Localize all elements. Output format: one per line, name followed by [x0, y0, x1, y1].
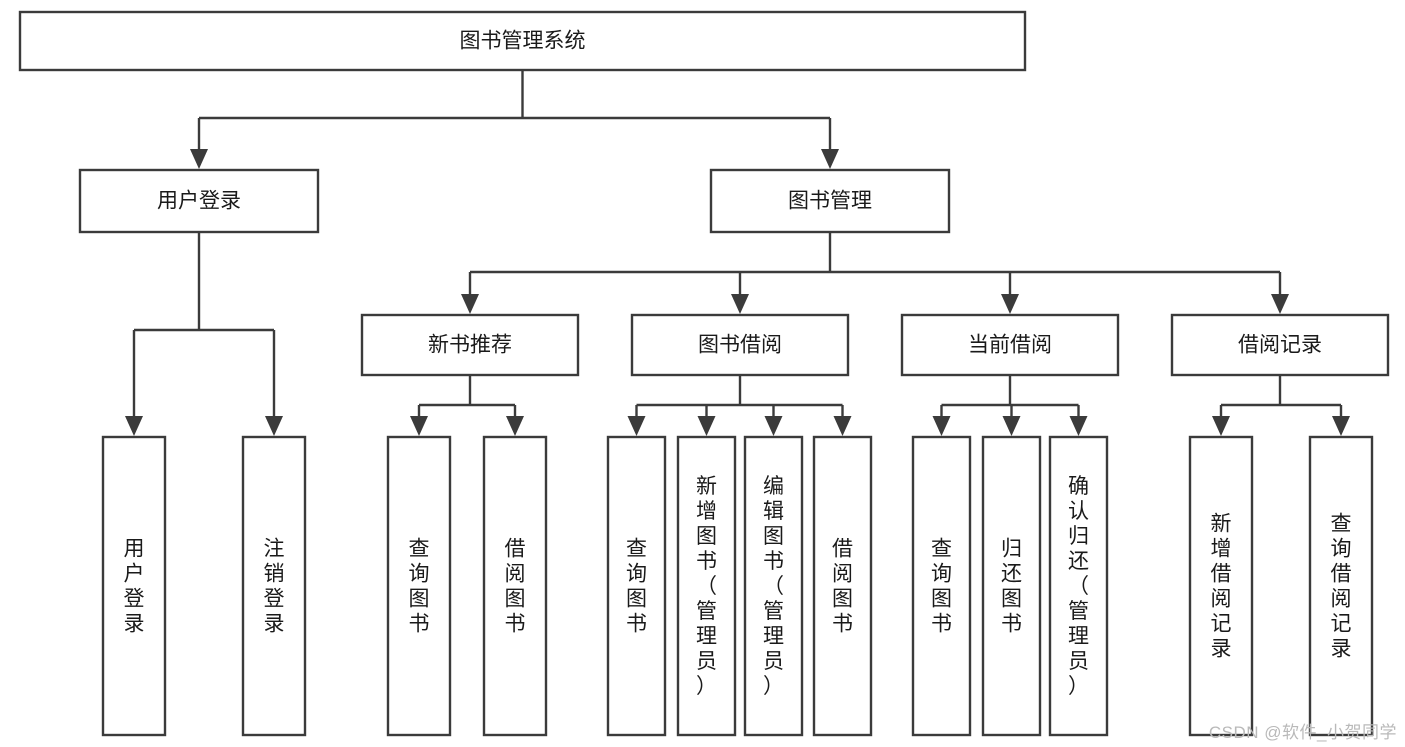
connector-group-root — [190, 70, 839, 169]
node-current-borrow[interactable]: 当前借阅 — [900, 313, 1120, 377]
connector-group-book-manage — [461, 232, 1289, 314]
node-leaf-user-login[interactable]: 用户登录 — [101, 435, 167, 737]
node-label: 查询图书 — [626, 538, 647, 636]
node-label: 图书管理 — [788, 190, 872, 213]
node-label: 借阅图书 — [832, 538, 853, 636]
connector-layer — [125, 70, 1350, 436]
node-leaf-add-record[interactable]: 新增借阅记录 — [1188, 435, 1254, 737]
node-label: 图书管理系统 — [460, 30, 586, 53]
node-leaf-borrow-book-2[interactable]: 借阅图书 — [812, 435, 873, 737]
arrow-head-icon — [932, 416, 951, 436]
node-leaf-logout[interactable]: 注销登录 — [241, 435, 307, 737]
arrow-head-icon — [125, 416, 143, 436]
arrow-head-icon — [1069, 416, 1088, 436]
node-user-login[interactable]: 用户登录 — [78, 168, 320, 234]
arrow-head-icon — [1002, 416, 1021, 436]
arrow-head-icon — [1271, 294, 1289, 314]
node-label: 借阅图书 — [505, 538, 526, 636]
node-leaf-add-book[interactable]: 新增图书（管理员） — [676, 435, 737, 737]
arrow-head-icon — [821, 149, 839, 169]
arrow-head-icon — [410, 416, 428, 436]
node-label: 确认归还（管理员） — [1068, 475, 1089, 698]
node-label: 查询图书 — [931, 538, 952, 636]
node-label: 新增借阅记录 — [1211, 513, 1232, 661]
arrow-head-icon — [731, 294, 749, 314]
node-leaf-query-record[interactable]: 查询借阅记录 — [1308, 435, 1374, 737]
node-leaf-query-book-3[interactable]: 查询图书 — [911, 435, 972, 737]
connector-group-user-login — [125, 232, 283, 436]
arrow-head-icon — [506, 416, 524, 436]
arrow-head-icon — [833, 416, 852, 436]
arrow-head-icon — [627, 416, 646, 436]
arrow-head-icon — [1212, 416, 1230, 436]
node-leaf-query-book-2[interactable]: 查询图书 — [606, 435, 667, 737]
node-root[interactable]: 图书管理系统 — [18, 10, 1027, 72]
node-label: 用户登录 — [124, 538, 145, 636]
node-label: 图书借阅 — [698, 334, 782, 357]
node-label: 借阅记录 — [1238, 334, 1322, 357]
node-book-manage[interactable]: 图书管理 — [709, 168, 951, 234]
arrow-head-icon — [1332, 416, 1350, 436]
connector-group-book-borrow — [627, 375, 852, 436]
connector-group-new-book-recommend — [410, 375, 524, 436]
node-label: 新增图书（管理员） — [696, 475, 717, 698]
node-leaf-query-book-1[interactable]: 查询图书 — [386, 435, 452, 737]
arrow-head-icon — [697, 416, 716, 436]
node-label: 用户登录 — [157, 190, 241, 213]
node-label: 当前借阅 — [968, 334, 1052, 357]
arrow-head-icon — [764, 416, 783, 436]
arrow-head-icon — [265, 416, 283, 436]
connector-group-current-borrow — [932, 375, 1088, 436]
node-book-borrow[interactable]: 图书借阅 — [630, 313, 850, 377]
node-new-book-recommend[interactable]: 新书推荐 — [360, 313, 580, 377]
node-label: 查询图书 — [409, 538, 430, 636]
node-borrow-record[interactable]: 借阅记录 — [1170, 313, 1390, 377]
node-label: 新书推荐 — [428, 334, 512, 357]
arrow-head-icon — [1001, 294, 1019, 314]
arrow-head-icon — [190, 149, 208, 169]
node-label: 编辑图书（管理员） — [763, 475, 784, 698]
node-leaf-borrow-book-1[interactable]: 借阅图书 — [482, 435, 548, 737]
connector-group-borrow-record — [1212, 375, 1350, 436]
node-layer: 图书管理系统用户登录图书管理新书推荐图书借阅当前借阅借阅记录用户登录注销登录查询… — [18, 10, 1390, 737]
node-leaf-edit-book[interactable]: 编辑图书（管理员） — [743, 435, 804, 737]
node-label: 归还图书 — [1001, 538, 1022, 636]
node-label: 查询借阅记录 — [1331, 513, 1352, 661]
node-leaf-return-book[interactable]: 归还图书 — [981, 435, 1042, 737]
node-leaf-confirm-return[interactable]: 确认归还（管理员） — [1048, 435, 1109, 737]
arrow-head-icon — [461, 294, 479, 314]
node-label: 注销登录 — [264, 538, 285, 636]
